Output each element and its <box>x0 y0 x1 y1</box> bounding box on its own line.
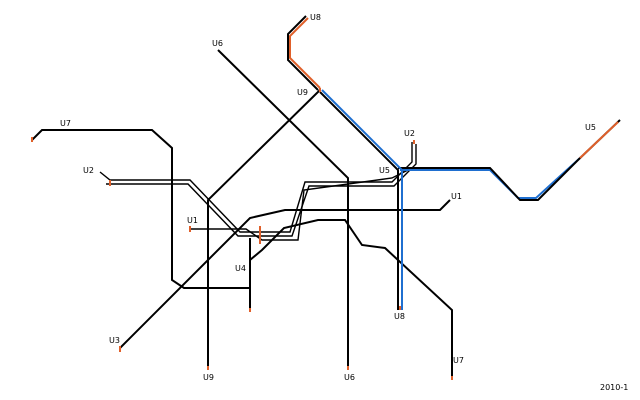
label-u6-south: U6 <box>344 373 355 382</box>
line-u8-black-2 <box>319 91 399 310</box>
line-u3 <box>119 199 451 349</box>
line-u8-blue <box>321 89 403 310</box>
label-u7-north: U7 <box>60 119 71 128</box>
line-u6 <box>217 49 349 370</box>
label-u9-south: U9 <box>203 373 214 382</box>
line-u8-black <box>287 15 319 91</box>
label-u3: U3 <box>109 336 120 345</box>
line-u5-orange <box>579 121 619 159</box>
label-u1-east: U1 <box>451 192 462 201</box>
label-u6-north: U6 <box>212 39 223 48</box>
label-u2-north: U2 <box>404 129 415 138</box>
label-u7-south: U7 <box>453 356 464 365</box>
label-u8-south: U8 <box>394 312 405 321</box>
label-u5-center: U5 <box>379 166 390 175</box>
label-u5-east: U5 <box>585 123 596 132</box>
line-u2-track-a <box>99 142 413 233</box>
line-u5-blue <box>400 157 581 199</box>
line-u9 <box>207 89 321 370</box>
line-u5-black <box>398 119 621 201</box>
label-u8-north: U8 <box>310 13 321 22</box>
line-u8-orange <box>289 17 321 89</box>
line-u1-track-a <box>190 169 409 241</box>
label-u2-west: U2 <box>83 166 94 175</box>
label-u4: U4 <box>235 264 246 273</box>
label-u1-west: U1 <box>187 216 198 225</box>
line-u2-track-b <box>106 144 417 237</box>
line-u7 <box>31 129 453 380</box>
edition-label: 2010-1 <box>600 383 628 392</box>
label-u9-north: U9 <box>297 88 308 97</box>
